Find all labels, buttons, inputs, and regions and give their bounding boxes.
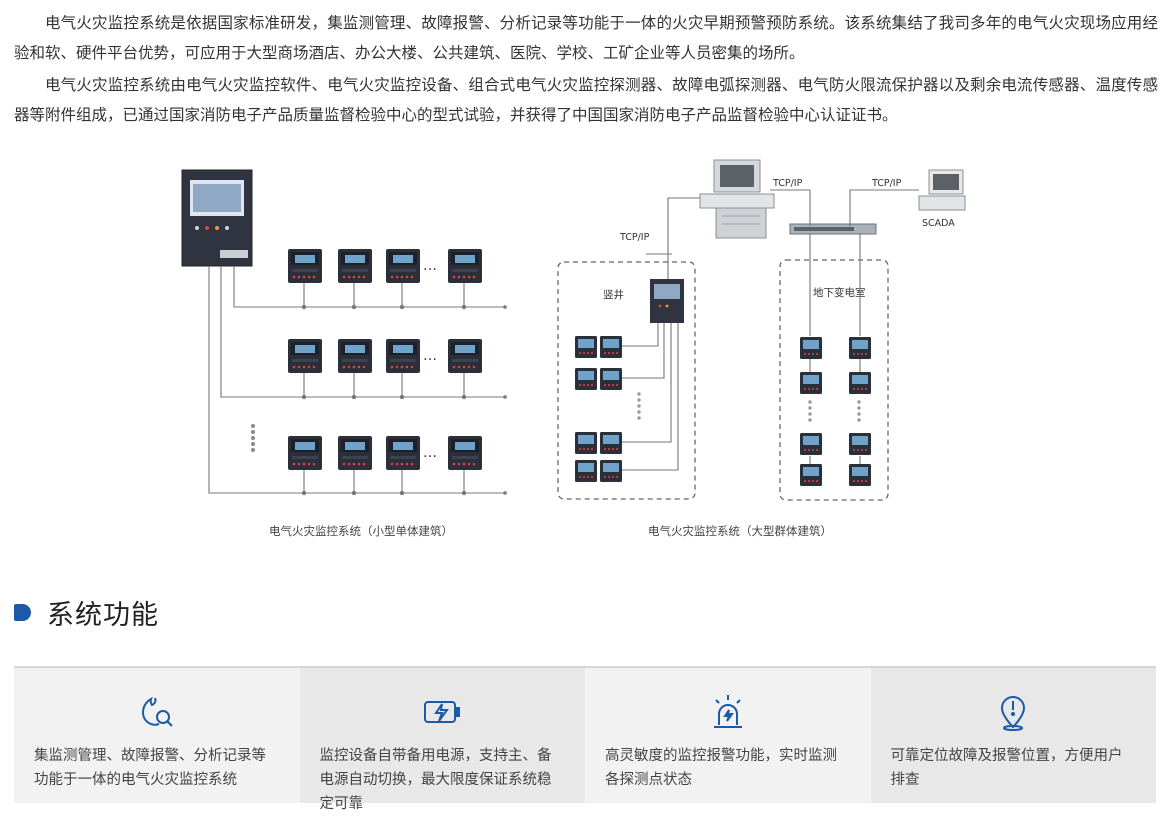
- ellipsis-row-1: …: [423, 258, 437, 274]
- detector-row-1: [288, 249, 482, 283]
- tcp-label-right: TCP/IP: [871, 178, 902, 189]
- shaft-lines: [620, 323, 679, 471]
- detector-row-3: [288, 436, 482, 470]
- feature-card-1: 集监测管理、故障报警、分析记录等功能于一体的电气火灾监控系统: [14, 668, 300, 803]
- substation-lines: [809, 234, 861, 464]
- right-caption: 电气火灾监控系统（大型群体建筑）: [648, 524, 832, 538]
- feature-text-3: 高灵敏度的监控报警功能，实时监测各探测点状态: [605, 748, 837, 788]
- workstation-computer: [699, 159, 775, 239]
- scada-label: SCADA: [922, 218, 955, 229]
- location-alert-icon: [1001, 696, 1026, 731]
- battery-charge-icon: [424, 701, 461, 723]
- feature-list: 集监测管理、故障报警、分析记录等功能于一体的电气火灾监控系统 监控设备自带备用电…: [14, 666, 1156, 812]
- feature-text-2: 监控设备自带备用电源，支持主、备电源自动切换，最大限度保证系统稳定可靠: [319, 748, 552, 812]
- intro-paragraph-1: 电气火灾监控系统是依据国家标准研发，集监测管理、故障报警、分析记录等功能于一体的…: [14, 14, 1158, 62]
- intro-paragraph-2: 电气火灾监控系统由电气火灾监控软件、电气火灾监控设备、组合式电气火灾监控探测器、…: [14, 76, 1158, 124]
- feature-text-4: 可靠定位故障及报警位置，方便用户排查: [890, 748, 1123, 788]
- intro-text: 电气火灾监控系统是依据国家标准研发，集监测管理、故障报警、分析记录等功能于一体的…: [14, 8, 1158, 132]
- shaft-zone: [557, 261, 696, 500]
- shaft-monitor-host: [650, 279, 684, 323]
- feature-card-4: 可靠定位故障及报警位置，方便用户排查: [870, 668, 1156, 803]
- alarm-light-icon: [713, 695, 742, 728]
- fire-search-icon: [141, 696, 173, 727]
- left-bus-lines: [208, 266, 505, 494]
- ellipsis-row-3: …: [423, 445, 437, 461]
- feature-text-1: 集监测管理、故障报警、分析记录等功能于一体的电气火灾监控系统: [34, 748, 266, 788]
- vertical-dots-shaft: [637, 392, 641, 420]
- left-caption: 电气火灾监控系统（小型单体建筑）: [269, 524, 453, 538]
- tcp-label-left: TCP/IP: [619, 232, 650, 243]
- substation-label: 地下变电室: [813, 286, 866, 299]
- feature-card-2: 监控设备自带备用电源，支持主、备电源自动切换，最大限度保证系统稳定可靠: [299, 668, 585, 812]
- scada-computer: [918, 169, 966, 211]
- feature-card-3: 高灵敏度的监控报警功能，实时监测各探测点状态: [585, 668, 871, 803]
- ellipsis-row-2: …: [423, 348, 437, 364]
- shaft-detectors: [575, 336, 622, 482]
- vertical-dots-left: [251, 424, 255, 452]
- section-bullet-icon: [14, 603, 31, 621]
- system-diagram: … … … 电气火灾监控系统（小型单体建筑） TCP/IP TCP/IP TCP…: [181, 159, 966, 538]
- vertical-dots-substation: [808, 400, 861, 422]
- network-lines: [646, 189, 919, 280]
- section-heading: 系统功能: [14, 592, 159, 632]
- detector-row-2: [288, 339, 482, 373]
- shaft-label: 竖井: [603, 288, 624, 301]
- network-switch: [789, 223, 877, 235]
- section-title: 系统功能: [47, 599, 159, 631]
- substation-zone: [779, 259, 889, 501]
- tcp-label-top: TCP/IP: [772, 178, 803, 189]
- monitor-host-large: [181, 169, 253, 267]
